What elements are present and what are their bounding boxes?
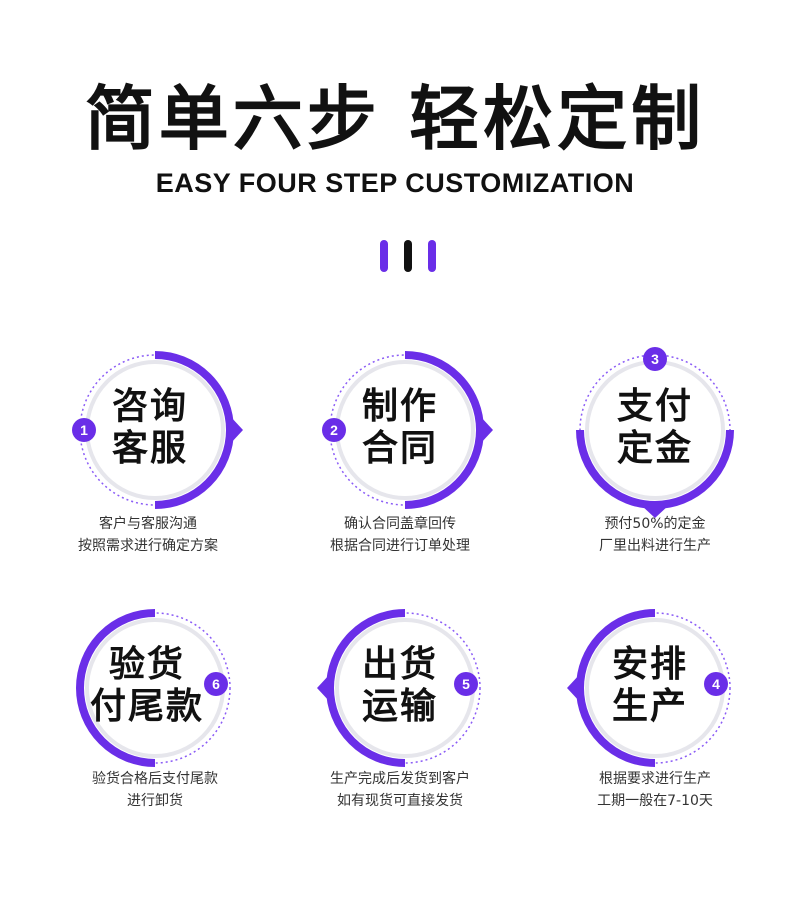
step-2-number: 2 bbox=[330, 422, 338, 438]
step-6-title: 验货 付尾款 bbox=[47, 644, 247, 728]
page-title: 简单六步 轻松定制 bbox=[84, 78, 706, 160]
step-3-desc-line1: 预付50%的定金 bbox=[604, 516, 706, 532]
step-6-number: 6 bbox=[212, 676, 220, 692]
step-3-title-line1: 支付 bbox=[616, 386, 693, 427]
step-6-desc-line2: 进行卸货 bbox=[127, 793, 183, 809]
step-4-pointer bbox=[567, 674, 580, 702]
step-2: 2 制作 合同 bbox=[305, 330, 505, 570]
step-3-number: 3 bbox=[651, 351, 659, 367]
step-1-title: 咨询 客服 bbox=[50, 386, 250, 470]
step-5-title-line2: 运输 bbox=[361, 686, 438, 727]
step-6-description: 验货合格后支付尾款 进行卸货 bbox=[25, 768, 285, 812]
step-6-desc-line1: 验货合格后支付尾款 bbox=[92, 771, 218, 787]
step-2-pointer bbox=[480, 416, 493, 444]
step-1-description: 客户与客服沟通 按照需求进行确定方案 bbox=[18, 513, 278, 557]
step-2-desc-line1: 确认合同盖章回传 bbox=[344, 516, 456, 532]
step-3-ring: 3 bbox=[576, 347, 734, 518]
step-5-description: 生产完成后发货到客户 如有现货可直接发货 bbox=[270, 768, 530, 812]
step-4-desc-line1: 根据要求进行生产 bbox=[599, 771, 711, 787]
page-subtitle: EASY FOUR STEP CUSTOMIZATION bbox=[155, 168, 635, 198]
step-4-desc-line2: 工期一般在7-10天 bbox=[597, 793, 713, 809]
step-1-pointer bbox=[230, 416, 243, 444]
step-4-title-line1: 安排 bbox=[611, 644, 688, 685]
step-3-description: 预付50%的定金 厂里出料进行生产 bbox=[525, 513, 785, 557]
step-4-number: 4 bbox=[712, 676, 720, 692]
divider-bar-black bbox=[404, 240, 412, 272]
step-1-badge bbox=[72, 418, 96, 442]
step-1: 1 咨询 客服 bbox=[55, 330, 255, 570]
step-5-pointer bbox=[317, 674, 330, 702]
step-3-title-line2: 定金 bbox=[616, 428, 693, 469]
step-2-title-line2: 合同 bbox=[361, 428, 438, 469]
step-5-desc-line2: 如有现货可直接发货 bbox=[337, 793, 463, 809]
step-1-ring: 1 bbox=[72, 351, 243, 509]
step-3-title: 支付 定金 bbox=[555, 386, 755, 470]
step-2-ring: 2 bbox=[322, 351, 493, 509]
step-5-badge bbox=[454, 672, 478, 696]
step-5-desc-line1: 生产完成后发货到客户 bbox=[330, 771, 470, 787]
step-6-badge bbox=[204, 672, 228, 696]
step-2-description: 确认合同盖章回传 根据合同进行订单处理 bbox=[270, 513, 530, 557]
step-2-title: 制作 合同 bbox=[300, 386, 500, 470]
step-1-desc-line1: 客户与客服沟通 bbox=[99, 516, 197, 532]
step-4-title: 安排 生产 bbox=[550, 644, 750, 728]
step-5: 5 出货 运输 bbox=[305, 588, 505, 828]
step-4-title-line2: 生产 bbox=[611, 686, 688, 727]
step-2-badge bbox=[322, 418, 346, 442]
step-6-ring: 6 bbox=[76, 609, 231, 767]
step-3-pointer bbox=[641, 505, 669, 518]
divider-bar-purple-right bbox=[428, 240, 436, 272]
step-6-title-line1: 验货 bbox=[108, 644, 185, 685]
step-1-desc-line2: 按照需求进行确定方案 bbox=[78, 538, 218, 554]
step-6-title-line2: 付尾款 bbox=[89, 686, 204, 727]
step-4-badge bbox=[704, 672, 728, 696]
step-4-description: 根据要求进行生产 工期一般在7-10天 bbox=[525, 768, 785, 812]
step-2-desc-line2: 根据合同进行订单处理 bbox=[330, 538, 470, 554]
step-5-title-line1: 出货 bbox=[361, 644, 438, 685]
divider-bar-purple-left bbox=[380, 240, 388, 272]
step-3-desc-line2: 厂里出料进行生产 bbox=[599, 538, 711, 554]
step-3-badge bbox=[643, 347, 667, 371]
step-2-title-line1: 制作 bbox=[361, 386, 438, 427]
divider-bars bbox=[380, 240, 440, 272]
step-6: 6 验货 付尾款 bbox=[55, 588, 255, 828]
step-3: 3 支付 定金 bbox=[555, 330, 755, 570]
step-5-number: 5 bbox=[462, 676, 470, 692]
step-1-number: 1 bbox=[80, 422, 88, 438]
step-1-title-line2: 客服 bbox=[111, 428, 188, 469]
step-5-ring: 5 bbox=[317, 609, 481, 767]
step-5-title: 出货 运输 bbox=[300, 644, 500, 728]
step-1-title-line1: 咨询 bbox=[111, 386, 188, 427]
step-4: 4 安排 生产 bbox=[555, 588, 755, 828]
step-4-ring: 4 bbox=[567, 609, 731, 767]
